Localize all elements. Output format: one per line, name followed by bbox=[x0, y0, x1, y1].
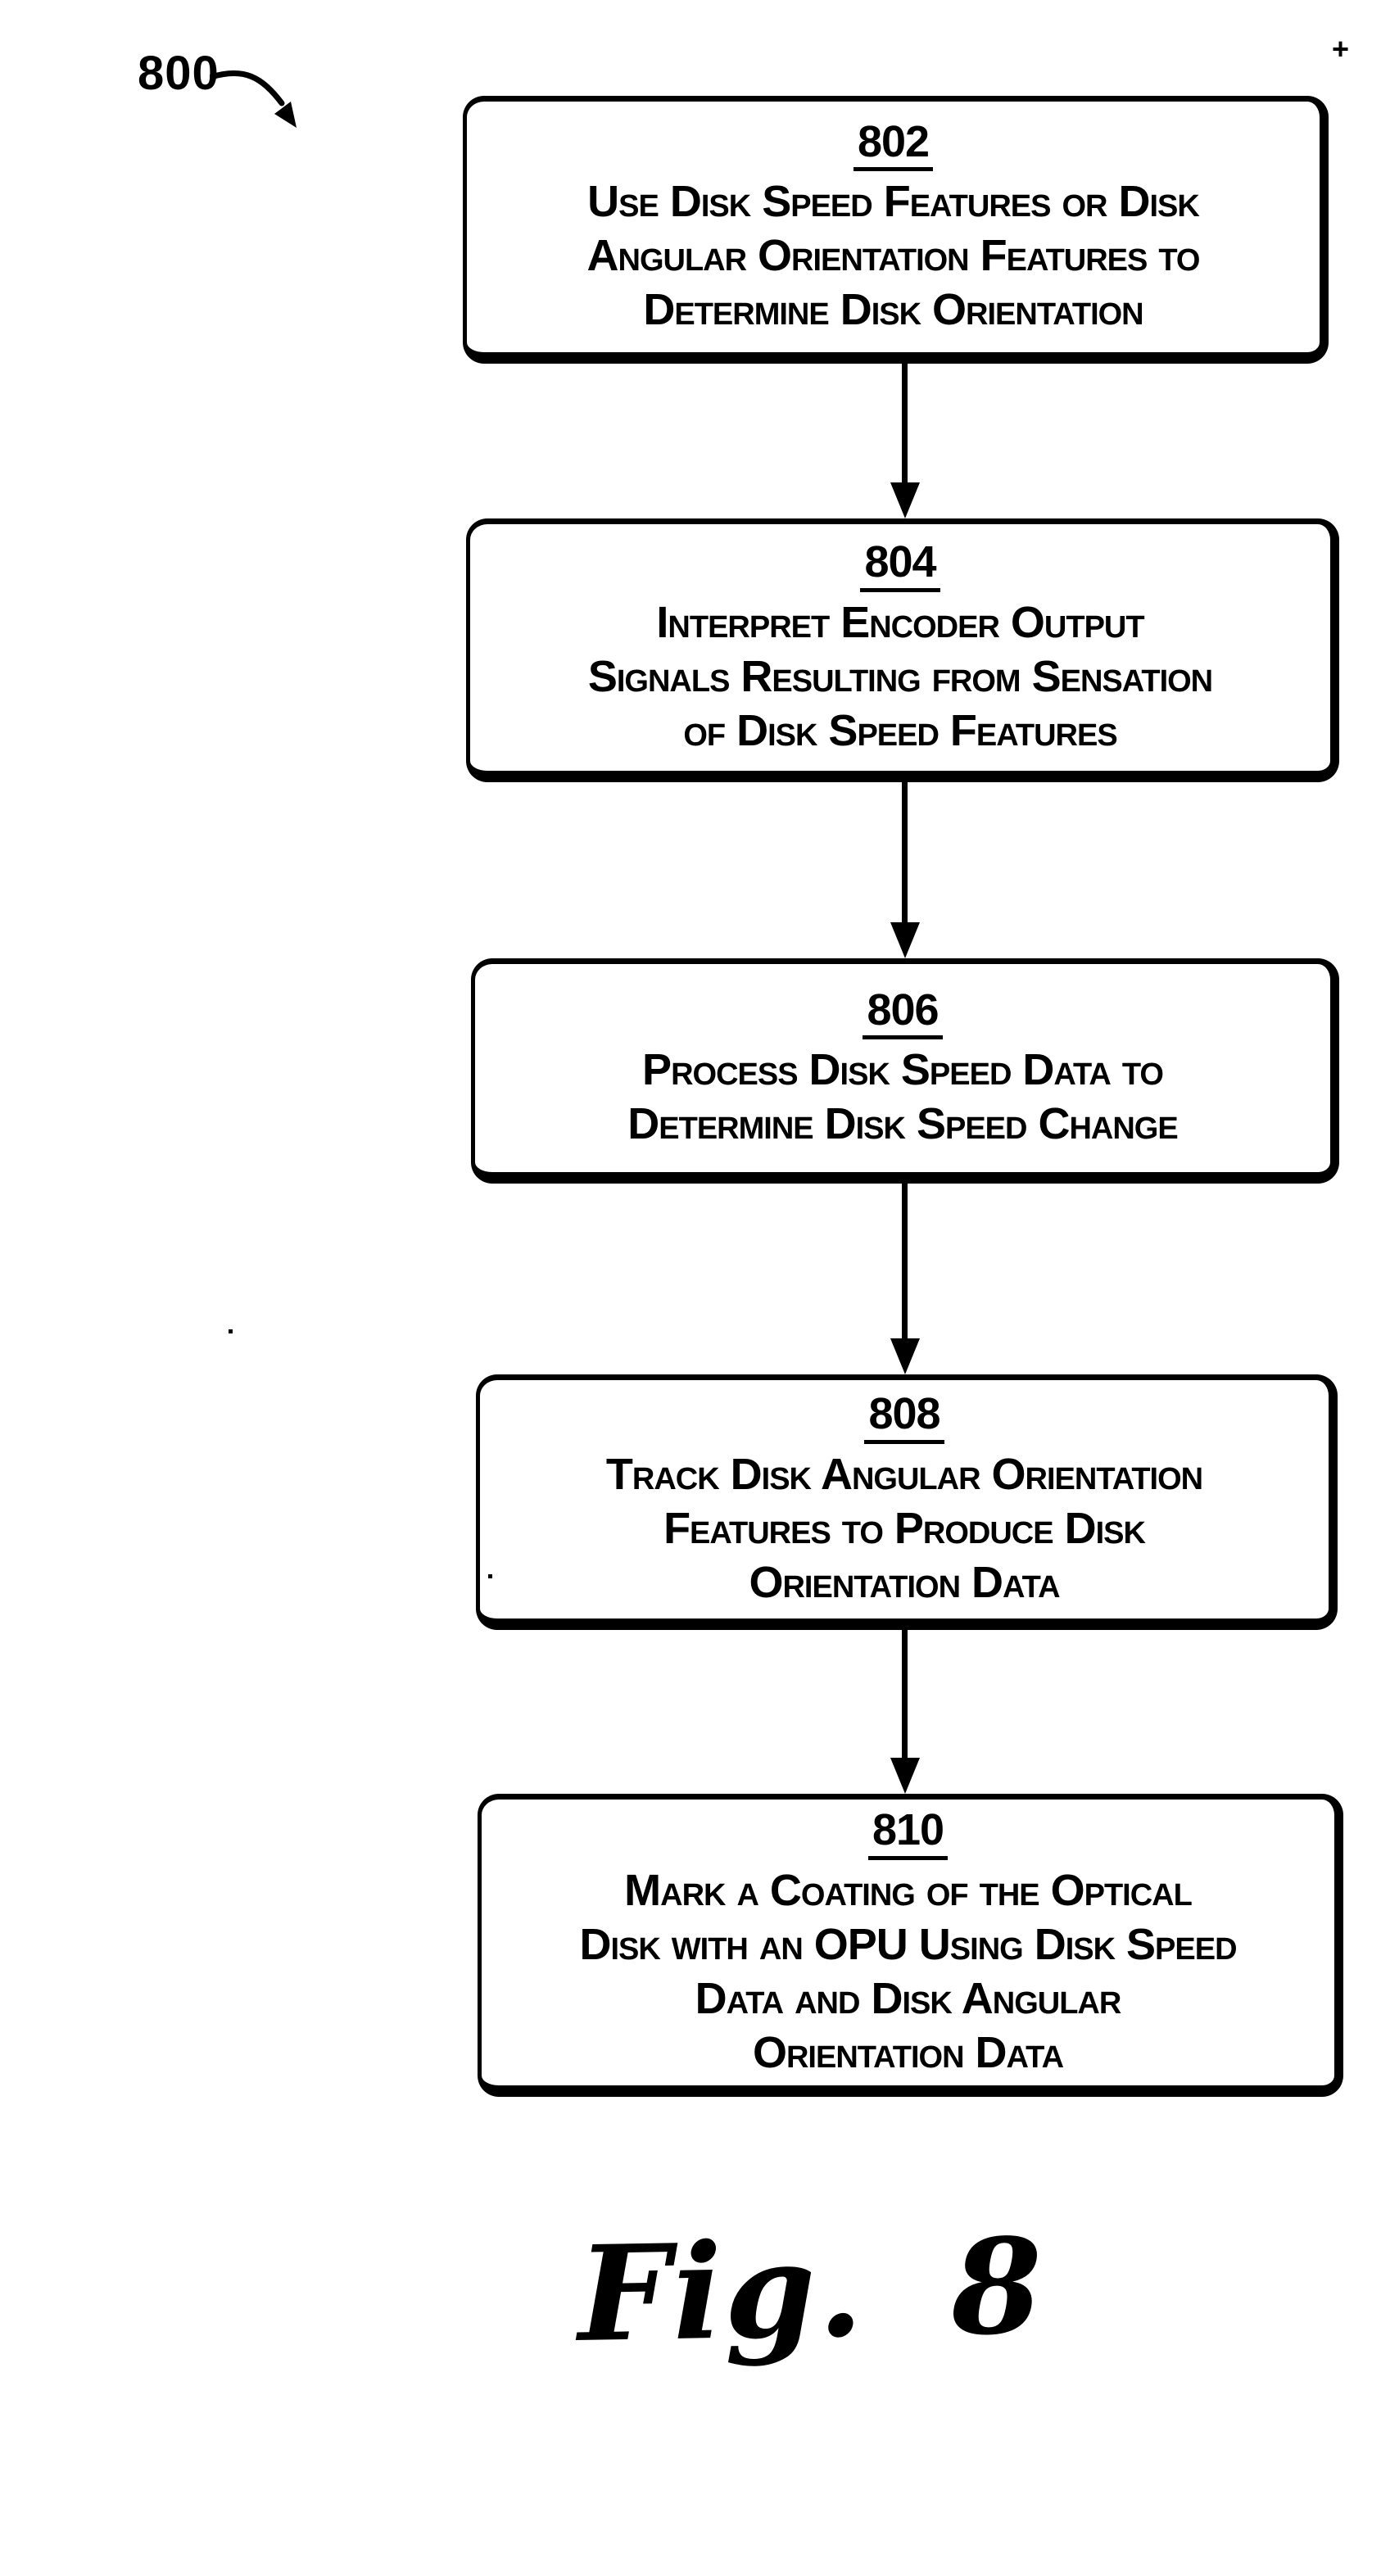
step-text-line: Process Disk Speed Data to bbox=[642, 1045, 1164, 1095]
registration-mark-icon: + bbox=[1332, 32, 1350, 66]
step-number: 804 bbox=[860, 537, 940, 592]
leader-arrow-icon bbox=[210, 70, 297, 128]
step-box-810: 810 Mark a Coating of the Optical Disk w… bbox=[478, 1794, 1343, 2097]
step-text-line: Orientation Data bbox=[749, 1557, 1060, 1607]
step-text-line: Use Disk Speed Features or Disk bbox=[587, 177, 1200, 227]
down-arrow-icon bbox=[890, 1184, 920, 1374]
step-box-804: 804 Interpret Encoder Output Signals Res… bbox=[466, 518, 1339, 782]
step-number: 802 bbox=[853, 117, 934, 172]
step-number: 808 bbox=[864, 1389, 944, 1444]
step-text-line: Features to Produce Disk bbox=[663, 1503, 1146, 1553]
step-box-802: 802 Use Disk Speed Features or Disk Angu… bbox=[463, 96, 1329, 364]
step-box-806: 806 Process Disk Speed Data to Determine… bbox=[471, 958, 1339, 1184]
step-text-line: Data and Disk Angular bbox=[695, 1973, 1122, 2023]
step-text-line: Signals Resulting from Sensation bbox=[587, 651, 1213, 701]
step-number: 810 bbox=[867, 1805, 949, 1860]
figure-reference-label: 800 bbox=[138, 47, 220, 100]
step-text-line: Mark a Coating of the Optical bbox=[624, 1865, 1193, 1915]
step-box-808: 808 Track Disk Angular Orientation Featu… bbox=[476, 1374, 1338, 1630]
step-text-line: Determine Disk Orientation bbox=[643, 285, 1143, 335]
down-arrow-icon bbox=[890, 364, 920, 518]
step-text-line: Orientation Data bbox=[752, 2027, 1064, 2077]
down-arrow-icon bbox=[890, 782, 920, 958]
step-text-line: Interpret Encoder Output bbox=[656, 597, 1144, 647]
scan-speck bbox=[229, 1329, 233, 1333]
step-text-line: Track Disk Angular Orientation bbox=[605, 1449, 1203, 1499]
step-text-line: Disk with an OPU Using Disk Speed bbox=[579, 1919, 1237, 1969]
step-number: 806 bbox=[863, 985, 943, 1040]
step-text-line: Determine Disk Speed Change bbox=[627, 1099, 1178, 1149]
figure-caption: Fig. 8 bbox=[576, 2209, 1046, 2371]
step-text-line: Angular Orientation Features to bbox=[586, 231, 1201, 281]
down-arrow-icon bbox=[890, 1630, 920, 1794]
scan-speck bbox=[488, 1574, 492, 1578]
step-text-line: of Disk Speed Features bbox=[683, 705, 1117, 755]
